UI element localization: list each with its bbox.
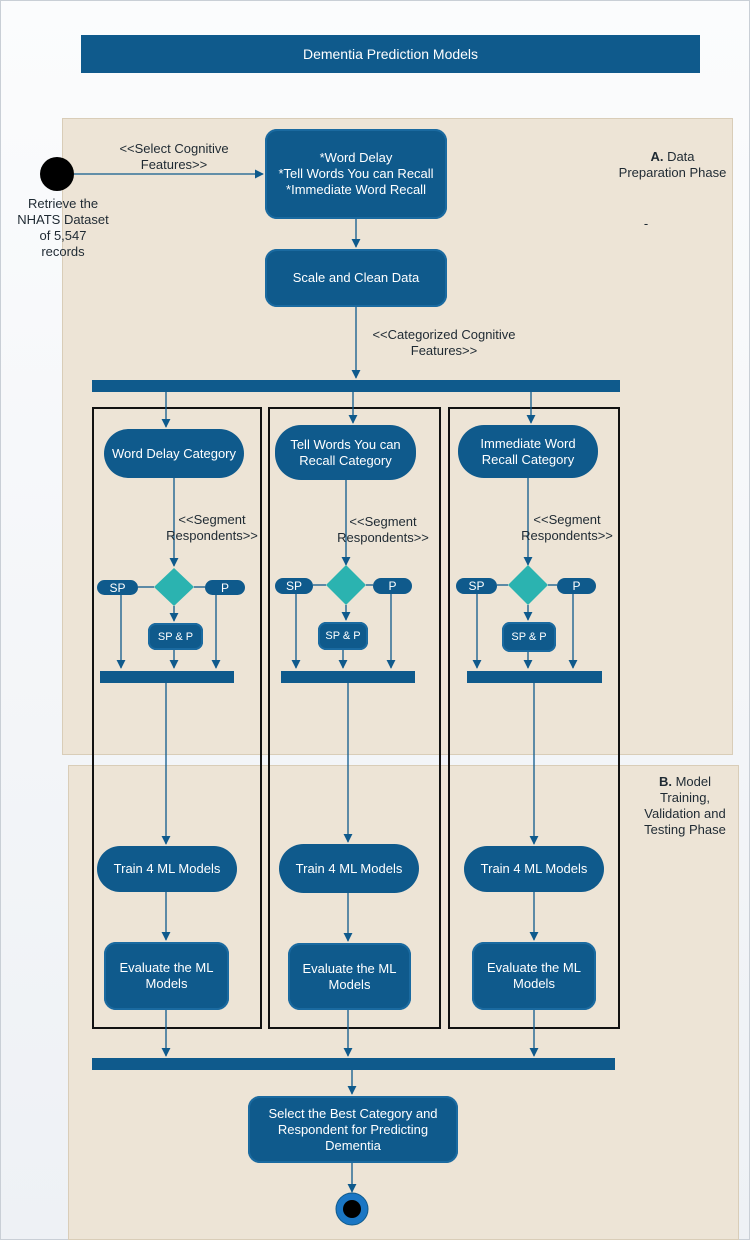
evaluate-node-3: Evaluate the ML Models bbox=[472, 942, 596, 1010]
select-best-node: Select the Best Category and Respondent … bbox=[248, 1096, 458, 1163]
category-node-1: Word Delay Category bbox=[104, 429, 244, 478]
decision-diamond-3 bbox=[508, 565, 548, 605]
start-node bbox=[40, 157, 74, 191]
lane-frame-1 bbox=[92, 407, 262, 1029]
phase-a-label: A. Data Preparation Phase bbox=[605, 149, 740, 181]
spp-node-2: SP & P bbox=[318, 622, 368, 650]
end-node-core bbox=[343, 1200, 361, 1218]
decision-diamond-1 bbox=[154, 568, 194, 606]
title-banner: Dementia Prediction Models bbox=[81, 35, 700, 73]
category-node-3: Immediate Word Recall Category bbox=[458, 425, 598, 478]
spp-node-3: SP & P bbox=[502, 622, 556, 652]
join-bar-1 bbox=[100, 671, 234, 683]
fork-bar bbox=[92, 380, 620, 392]
phase-b-letter: B. bbox=[658, 774, 672, 789]
final-join-bar bbox=[92, 1058, 615, 1070]
phase-b-label: B. Model Training, Validation and Testin… bbox=[635, 774, 735, 838]
spp-node-1: SP & P bbox=[148, 623, 203, 650]
train-node-2: Train 4 ML Models bbox=[279, 844, 419, 893]
edge-label-select: <<Select Cognitive Features>> bbox=[119, 141, 229, 172]
sp-tag-3: SP bbox=[456, 578, 497, 594]
segment-label-3: <<Segment Respondents>> bbox=[521, 512, 613, 543]
scale-clean-node: Scale and Clean Data bbox=[265, 249, 447, 307]
p-tag-2: P bbox=[373, 578, 412, 594]
decision-diamond-2 bbox=[326, 565, 366, 605]
p-tag-3: P bbox=[557, 578, 596, 594]
sp-tag-2: SP bbox=[275, 578, 313, 594]
start-label: Retrieve the NHATS Dataset of 5,547 reco… bbox=[17, 196, 109, 259]
phase-a-text: Data Preparation Phase bbox=[618, 149, 727, 180]
features-box: *Word Delay *Tell Words You can Recall *… bbox=[265, 129, 447, 219]
sp-tag-1: SP bbox=[97, 580, 138, 595]
edge-label-categorized: <<Categorized Cognitive Features>> bbox=[372, 327, 516, 358]
evaluate-node-2: Evaluate the ML Models bbox=[288, 943, 411, 1010]
phase-a-dash: - bbox=[643, 216, 649, 231]
join-bar-3 bbox=[467, 671, 602, 683]
join-bar-2 bbox=[281, 671, 415, 683]
phase-b-text: Model Training, Validation and Testing P… bbox=[644, 774, 726, 837]
evaluate-node-1: Evaluate the ML Models bbox=[104, 942, 229, 1010]
lane-frame-2 bbox=[268, 407, 441, 1029]
p-tag-1: P bbox=[205, 580, 245, 595]
train-node-1: Train 4 ML Models bbox=[97, 846, 237, 892]
segment-label-2: <<Segment Respondents>> bbox=[337, 514, 429, 545]
train-node-3: Train 4 ML Models bbox=[464, 846, 604, 892]
category-node-2: Tell Words You can Recall Category bbox=[275, 425, 416, 480]
segment-label-1: <<Segment Respondents>> bbox=[166, 512, 258, 543]
phase-a-letter: A. bbox=[650, 149, 664, 164]
